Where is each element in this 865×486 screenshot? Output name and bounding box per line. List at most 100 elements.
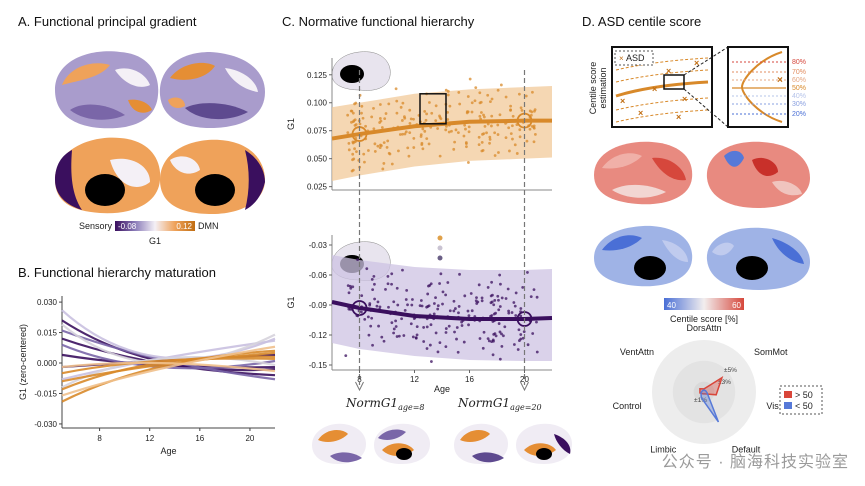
svg-text:×: ×	[620, 96, 625, 106]
c-top-data-point	[438, 154, 442, 158]
c-bottom-data-point	[404, 298, 408, 301]
c-bottom-data-point	[469, 292, 473, 295]
c-bottom-data-point	[344, 354, 348, 358]
c-bottom-data-point	[455, 337, 458, 341]
c-top-data-point	[380, 144, 383, 148]
c-top-data-point	[483, 124, 487, 128]
c-bottom-data-point	[457, 311, 460, 315]
c-bottom-data-point	[359, 310, 363, 314]
c-bottom-data-point	[348, 307, 352, 311]
colorbar-d-title: Centile score [%]	[670, 314, 738, 324]
c-top-data-point	[509, 108, 512, 112]
radar-chart: DorsAttnSomMotVisDefaultLimbicControlVen…	[613, 323, 788, 455]
c-top-data-point	[446, 118, 450, 121]
c-bottom-data-point	[463, 294, 467, 298]
normg1-age8-label: NormG1age=8	[345, 396, 424, 412]
c-bottom-data-point	[367, 333, 371, 337]
radar-axis-label: DorsAttn	[686, 323, 721, 333]
b-series-line	[61, 357, 276, 375]
c-bottom-centile-band	[332, 255, 552, 361]
c-top-data-point	[446, 89, 450, 93]
c-bottom-data-point	[455, 326, 459, 329]
c-bottom-data-point	[395, 335, 399, 338]
c-top-data-point	[360, 111, 363, 115]
c-top-data-point	[477, 143, 481, 147]
c-top-data-point	[351, 152, 355, 156]
b-x-tick-label: 20	[245, 434, 254, 443]
c-bottom-data-point	[447, 324, 451, 328]
c-bottom-data-point	[444, 327, 448, 330]
c-bottom-data-point	[371, 288, 375, 292]
cohort-dots	[437, 235, 443, 261]
c-bottom-data-point	[426, 292, 430, 296]
colorbar-a-right-label: DMN	[198, 221, 219, 231]
c-bottom-data-point	[387, 305, 390, 309]
c-bottom-data-point	[460, 324, 464, 327]
svg-text:×: ×	[694, 58, 699, 68]
c-bottom-y-label: G1	[286, 296, 296, 308]
c-top-data-point	[423, 109, 427, 113]
b-series-line	[61, 309, 276, 360]
brain-medial-left	[55, 137, 161, 214]
b-y-tick-label: 0.015	[37, 329, 58, 338]
c-top-data-point	[409, 117, 413, 121]
c-top-data-point	[404, 130, 408, 134]
c-top-data-point	[387, 151, 391, 155]
c-top-data-point	[447, 130, 451, 134]
c-top-data-point	[519, 106, 523, 110]
c-top-data-point	[421, 147, 425, 151]
c-top-data-point	[477, 135, 481, 139]
svg-text:×: ×	[666, 66, 671, 76]
c-bottom-data-point	[487, 339, 491, 343]
c-bottom-data-point	[490, 300, 494, 304]
c-bottom-data-point	[490, 340, 493, 344]
inset-zoom-box	[663, 74, 685, 90]
c-top-data-point	[486, 93, 490, 97]
c-bottom-data-point	[490, 280, 494, 284]
c-top-data-point	[532, 140, 536, 144]
legend-lt-swatch	[784, 402, 792, 409]
c-bottom-data-point	[500, 296, 504, 300]
c-age-arrow	[355, 381, 364, 392]
c-top-data-point	[412, 117, 415, 121]
c-bottom-data-point	[405, 288, 409, 292]
c-top-data-point	[384, 112, 388, 115]
radar-axis-label: Control	[613, 401, 642, 411]
inset-asd-label: ASD	[626, 53, 645, 63]
c-bottom-y-tick-label: -0.03	[309, 241, 328, 250]
c-top-data-point	[385, 145, 389, 149]
brain-age8-left	[312, 423, 366, 464]
c-bottom-data-point	[432, 312, 436, 316]
c-bottom-data-point	[375, 304, 379, 308]
c-top-data-point	[373, 142, 377, 146]
c-bottom-data-point	[370, 316, 374, 320]
c-top-data-point	[395, 99, 399, 103]
c-top-data-point	[347, 148, 351, 152]
c-bottom-data-point	[510, 311, 514, 314]
c-bottom-data-point	[486, 286, 490, 289]
c-top-data-point	[448, 104, 452, 108]
percentile-lines	[732, 61, 786, 115]
c-bottom-data-point	[499, 282, 502, 286]
c-top-data-point	[381, 167, 385, 171]
c-bottom-data-point	[526, 343, 530, 347]
c-bottom-data-point	[519, 307, 523, 310]
brain-age20-right	[516, 423, 572, 464]
percentile-labels: 80% 70% 60% 50% 40% 30% 20%	[792, 59, 806, 118]
c-bottom-data-point	[382, 339, 386, 343]
c-top-data-point	[351, 111, 355, 115]
c-bottom-data-point	[401, 268, 404, 272]
c-top-data-point	[509, 132, 513, 136]
panel-d-figure: ××× ××××× × ASD Centile score estimation…	[588, 46, 823, 455]
c-top-data-point	[382, 141, 386, 145]
c-top-data-point	[446, 110, 450, 114]
c-top-data-point	[509, 104, 513, 108]
c-top-data-point	[349, 109, 353, 113]
c-bottom-data-point	[434, 331, 438, 335]
c-top-data-point	[372, 106, 375, 110]
b-y-label: G1 (zero-centered)	[18, 324, 28, 400]
c-top-data-point	[504, 136, 508, 140]
c-top-data-point	[462, 134, 466, 138]
c-bottom-data-point	[439, 272, 443, 276]
c-bottom-data-point	[434, 296, 437, 300]
